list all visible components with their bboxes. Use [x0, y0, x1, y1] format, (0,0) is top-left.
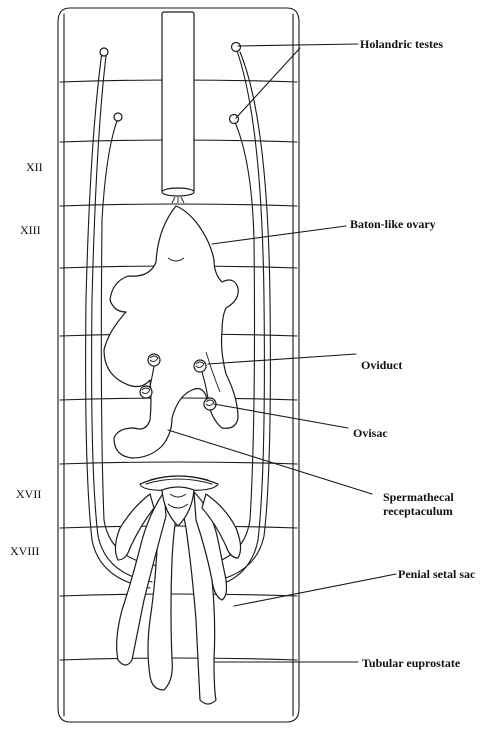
segment-label-xii: XII: [26, 160, 43, 175]
segment-label-xvii: XVII: [16, 487, 41, 502]
label-spermathecal-line2: receptaculum: [383, 504, 454, 518]
label-tubular-euprostate: Tubular euprostate: [362, 656, 460, 670]
leader-oviduct: [208, 354, 356, 364]
label-holandric-testes: Holandric testes: [360, 37, 443, 51]
label-oviduct: Oviduct: [361, 358, 402, 372]
upper-tube: [162, 12, 194, 203]
label-baton-like-ovary: Baton-like ovary: [350, 217, 436, 231]
segment-label-xiii: XIII: [20, 223, 41, 238]
segment-label-xviii: XVIII: [10, 544, 39, 559]
leader-penial: [234, 574, 396, 606]
label-spermathecal-line1: Spermathecal: [383, 490, 454, 504]
leader-testes-upper: [238, 44, 358, 46]
label-ovisac: Ovisac: [353, 426, 388, 440]
leader-ovary: [212, 226, 346, 244]
label-spermathecal: Spermathecal receptaculum: [383, 490, 454, 518]
label-penial-setal-sac: Penial setal sac: [398, 567, 475, 581]
ovary: [104, 206, 238, 458]
prostates: [115, 487, 240, 704]
